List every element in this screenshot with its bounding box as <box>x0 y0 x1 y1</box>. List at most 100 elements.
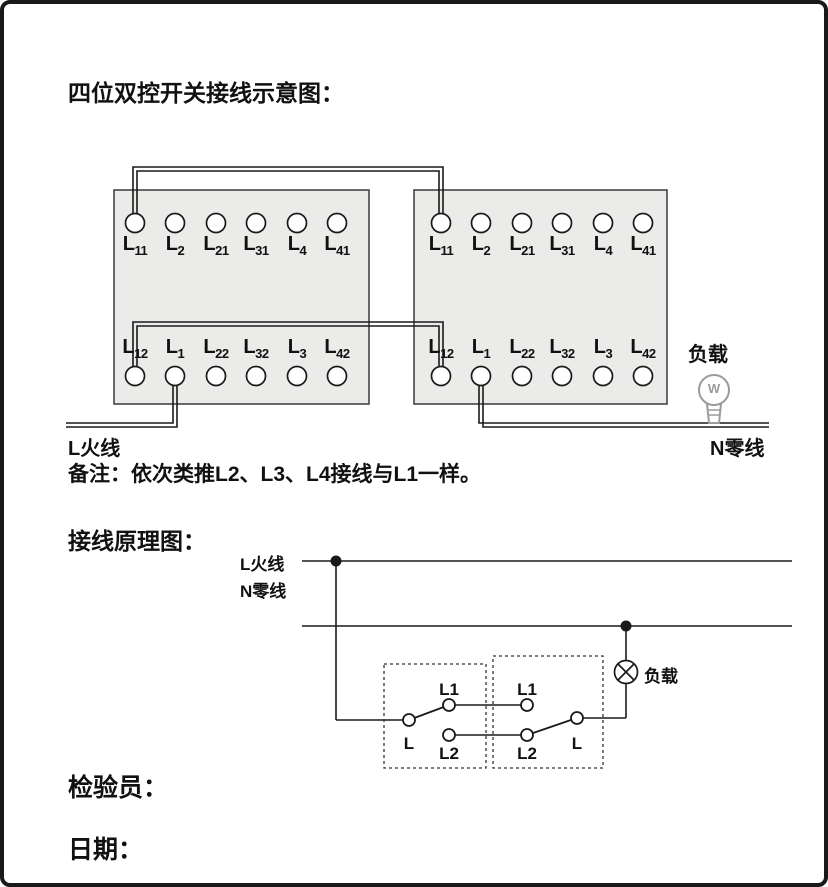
terminal-label: L42 <box>621 336 665 361</box>
terminal-label: L32 <box>234 336 278 361</box>
note-text: 备注：依次类推L2、L3、L4接线与L1一样。 <box>68 463 482 486</box>
terminal-base: L <box>471 233 484 255</box>
neutral-wire-label: N零线 <box>710 438 765 460</box>
terminal-base: L <box>593 233 606 255</box>
date-label: 日期： <box>68 836 144 864</box>
terminal-label: L2 <box>459 233 503 258</box>
terminal-circle <box>551 365 573 387</box>
terminal-label: L1 <box>153 336 197 361</box>
wire-live-left <box>66 385 178 428</box>
page-title: 四位双控开关接线示意图： <box>68 80 344 106</box>
terminal-sub: 3 <box>605 346 613 361</box>
terminal-label: L11 <box>113 233 157 258</box>
terminal-circle <box>470 365 492 387</box>
terminal-label: L4 <box>275 233 319 258</box>
switch2-l2-contact <box>520 728 534 742</box>
live-wire-label: L火线 <box>68 438 121 460</box>
terminal-base: L <box>593 336 606 358</box>
terminal-sub: 41 <box>642 243 656 258</box>
switch1-l1-label: L1 <box>439 680 459 699</box>
switch1-l2-contact <box>442 728 456 742</box>
terminal-label: L31 <box>540 233 584 258</box>
terminal-circle <box>205 212 227 234</box>
terminal-sub: 11 <box>440 243 454 258</box>
terminal-sub: 11 <box>134 243 148 258</box>
terminal-sub: 12 <box>134 346 148 361</box>
terminal-sub: 1 <box>483 346 491 361</box>
terminal-circles-right <box>430 212 654 387</box>
terminal-base: L <box>243 233 256 255</box>
terminal-base: L <box>165 336 178 358</box>
load-label: 负载 <box>688 344 728 366</box>
terminal-label: L41 <box>315 233 359 258</box>
switch2-l1-label: L1 <box>517 680 537 699</box>
schematic-title: 接线原理图： <box>68 528 206 554</box>
bulb-letter: W <box>707 381 721 396</box>
terminal-label: L31 <box>234 233 278 258</box>
switch1-dashed-box <box>383 663 487 769</box>
terminal-base: L <box>630 233 643 255</box>
terminal-circle <box>286 212 308 234</box>
terminal-label: L1 <box>459 336 503 361</box>
terminal-circle <box>326 365 348 387</box>
terminal-circle <box>592 365 614 387</box>
terminal-circle <box>632 365 654 387</box>
switch1-common-label: L <box>403 734 415 753</box>
terminal-circle <box>430 212 452 234</box>
terminal-sub: 12 <box>440 346 454 361</box>
switch2-lever <box>532 719 572 734</box>
terminal-circle <box>632 212 654 234</box>
terminal-label: L21 <box>500 233 544 258</box>
terminal-sub: 42 <box>642 346 656 361</box>
terminal-circle <box>430 365 452 387</box>
terminal-circle <box>245 365 267 387</box>
terminal-label: L12 <box>113 336 157 361</box>
terminal-circle <box>124 212 146 234</box>
inspector-label: 检验员： <box>68 774 169 802</box>
wire-middle-link <box>132 321 444 367</box>
terminal-sub: 32 <box>561 346 575 361</box>
terminal-base: L <box>287 336 300 358</box>
terminal-sub: 22 <box>215 346 229 361</box>
terminal-circle <box>286 365 308 387</box>
terminal-circles-left <box>124 212 348 387</box>
terminal-circle <box>511 365 533 387</box>
terminal-circle <box>164 365 186 387</box>
switch2-l1-contact <box>520 698 534 712</box>
bulb-icon <box>698 374 730 424</box>
terminal-label: L21 <box>194 233 238 258</box>
switch-contacts <box>402 698 584 742</box>
terminal-label: L2 <box>153 233 197 258</box>
switch1-l2-label: L2 <box>439 744 459 763</box>
terminal-base: L <box>428 233 441 255</box>
terminal-base: L <box>549 233 562 255</box>
terminal-base: L <box>509 336 522 358</box>
terminal-label: L32 <box>540 336 584 361</box>
terminal-base: L <box>165 233 178 255</box>
terminal-label: L3 <box>581 336 625 361</box>
terminal-sub: 42 <box>336 346 350 361</box>
switch1-lever <box>414 706 444 719</box>
terminal-circle <box>511 212 533 234</box>
terminal-sub: 31 <box>561 243 575 258</box>
terminal-base: L <box>549 336 562 358</box>
terminal-circle <box>245 212 267 234</box>
terminal-sub: 31 <box>255 243 269 258</box>
terminal-label: L22 <box>194 336 238 361</box>
terminal-sub: 41 <box>336 243 350 258</box>
terminal-sub: 22 <box>521 346 535 361</box>
terminal-circle <box>470 212 492 234</box>
terminal-circle <box>124 365 146 387</box>
terminal-base: L <box>287 233 300 255</box>
switch1-l1-contact <box>442 698 456 712</box>
schematic-neutral-label: N零线 <box>240 582 287 601</box>
terminal-sub: 2 <box>177 243 185 258</box>
terminal-sub: 21 <box>215 243 229 258</box>
terminal-base: L <box>471 336 484 358</box>
terminal-base: L <box>324 336 337 358</box>
schematic-load-label: 负载 <box>644 667 678 686</box>
terminal-sub: 4 <box>299 243 307 258</box>
lamp-icon <box>613 659 639 685</box>
terminal-circle <box>326 212 348 234</box>
